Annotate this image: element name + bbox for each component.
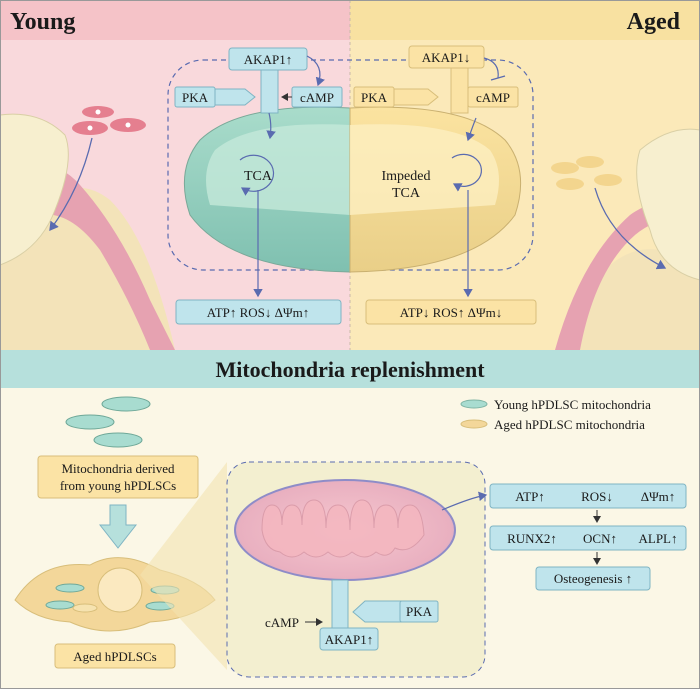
down-arrow — [98, 504, 138, 549]
young-akap-stem — [260, 67, 279, 114]
results-row2-box — [489, 525, 687, 551]
young-result-label: ATP↑ ROS↓ ΔΨm↑ — [207, 305, 309, 320]
results-alpl: ALPL↑ — [639, 531, 678, 546]
aged-akap-label: AKAP1↓ — [422, 50, 470, 65]
young-akap-tca-arrow — [266, 112, 276, 140]
bottom-pka-label: PKA — [406, 604, 433, 619]
legend-young-label: Young hPDLSC mitochondria — [494, 397, 651, 412]
young-camp-label: cAMP — [300, 90, 334, 105]
aged-cells-box — [54, 643, 176, 669]
results-ocn: OCN↑ — [583, 531, 617, 546]
source-line1: Mitochondria derived — [62, 461, 175, 476]
legend: Young hPDLSC mitochondria Aged hPDLSC mi… — [460, 397, 651, 432]
results-runx2: RUNX2↑ — [507, 531, 557, 546]
aged-inhibit-bar — [490, 75, 506, 81]
aged-cells-label: Aged hPDLSCs — [73, 649, 156, 664]
results-atp: ATP↑ — [515, 489, 545, 504]
legend-aged-label: Aged hPDLSC mitochondria — [494, 417, 645, 432]
mito-cristae — [261, 499, 425, 558]
young-result-box — [175, 299, 342, 325]
results-row3-box — [535, 566, 651, 591]
young-header-bar — [0, 0, 350, 40]
bottom-pka-box — [399, 600, 439, 623]
source-box — [37, 455, 199, 499]
aged-camp-box — [467, 86, 519, 108]
young-cell-arrow — [49, 137, 93, 232]
bottom-camp-label: cAMP — [265, 615, 299, 630]
banner-bg — [0, 350, 700, 388]
young-akap-label: AKAP1↑ — [244, 52, 292, 67]
cell-boundary-top — [167, 59, 534, 271]
legend-young-swatch — [460, 399, 488, 409]
mito-to-results-arrow — [441, 491, 488, 511]
aged-result-box — [365, 299, 537, 325]
young-cells — [72, 106, 146, 135]
legend-aged-swatch — [460, 419, 488, 429]
young-akap-camp-arrow — [306, 55, 325, 87]
aged-pka-arrow — [393, 88, 439, 106]
young-akap-box — [228, 47, 308, 71]
aged-tca-line1: Impeded — [382, 169, 431, 184]
aged-tooth-illustration — [555, 128, 700, 350]
source-line2: from young hPDLSCs — [60, 478, 176, 493]
aged-tca-line2: TCA — [392, 186, 421, 201]
young-tooth-illustration — [0, 113, 175, 350]
results-ros: ROS↓ — [581, 489, 613, 504]
aged-akap-camp-inhibit — [483, 57, 499, 79]
aged-camp-label: cAMP — [476, 90, 510, 105]
aged-label: Aged — [627, 9, 681, 35]
young-label: Young — [10, 9, 75, 35]
aged-header-bar — [350, 0, 700, 40]
aged-akap-stem — [450, 67, 469, 114]
aged-pka-label: PKA — [361, 90, 388, 105]
young-tca-cycle — [239, 154, 275, 196]
results-osteogenesis: Osteogenesis ↑ — [554, 571, 632, 586]
bottom-akap-box — [319, 627, 379, 651]
aged-result-label: ATP↓ ROS↑ ΔΨm↓ — [400, 305, 502, 320]
young-pka-label: PKA — [182, 90, 209, 105]
aged-cell-arrow — [594, 187, 667, 270]
bottom-akap-label: AKAP1↑ — [325, 632, 373, 647]
aged-akap-box — [408, 45, 485, 69]
aged-tca-cycle — [451, 153, 483, 192]
aged-camp-tca-arrow — [465, 117, 477, 142]
young-pka-arrow — [214, 88, 256, 106]
banner-title: Mitochondria replenishment — [215, 357, 485, 382]
results-row1-box — [489, 483, 687, 509]
aged-cells — [551, 156, 622, 190]
bottom-akap-stem — [331, 579, 349, 631]
zoom-wedge — [140, 462, 227, 670]
results-mmp: ΔΨm↑ — [641, 489, 676, 504]
young-tca-label: TCA — [244, 169, 273, 184]
aged-mitochondrion — [349, 106, 522, 273]
young-mito-icons — [65, 396, 151, 448]
